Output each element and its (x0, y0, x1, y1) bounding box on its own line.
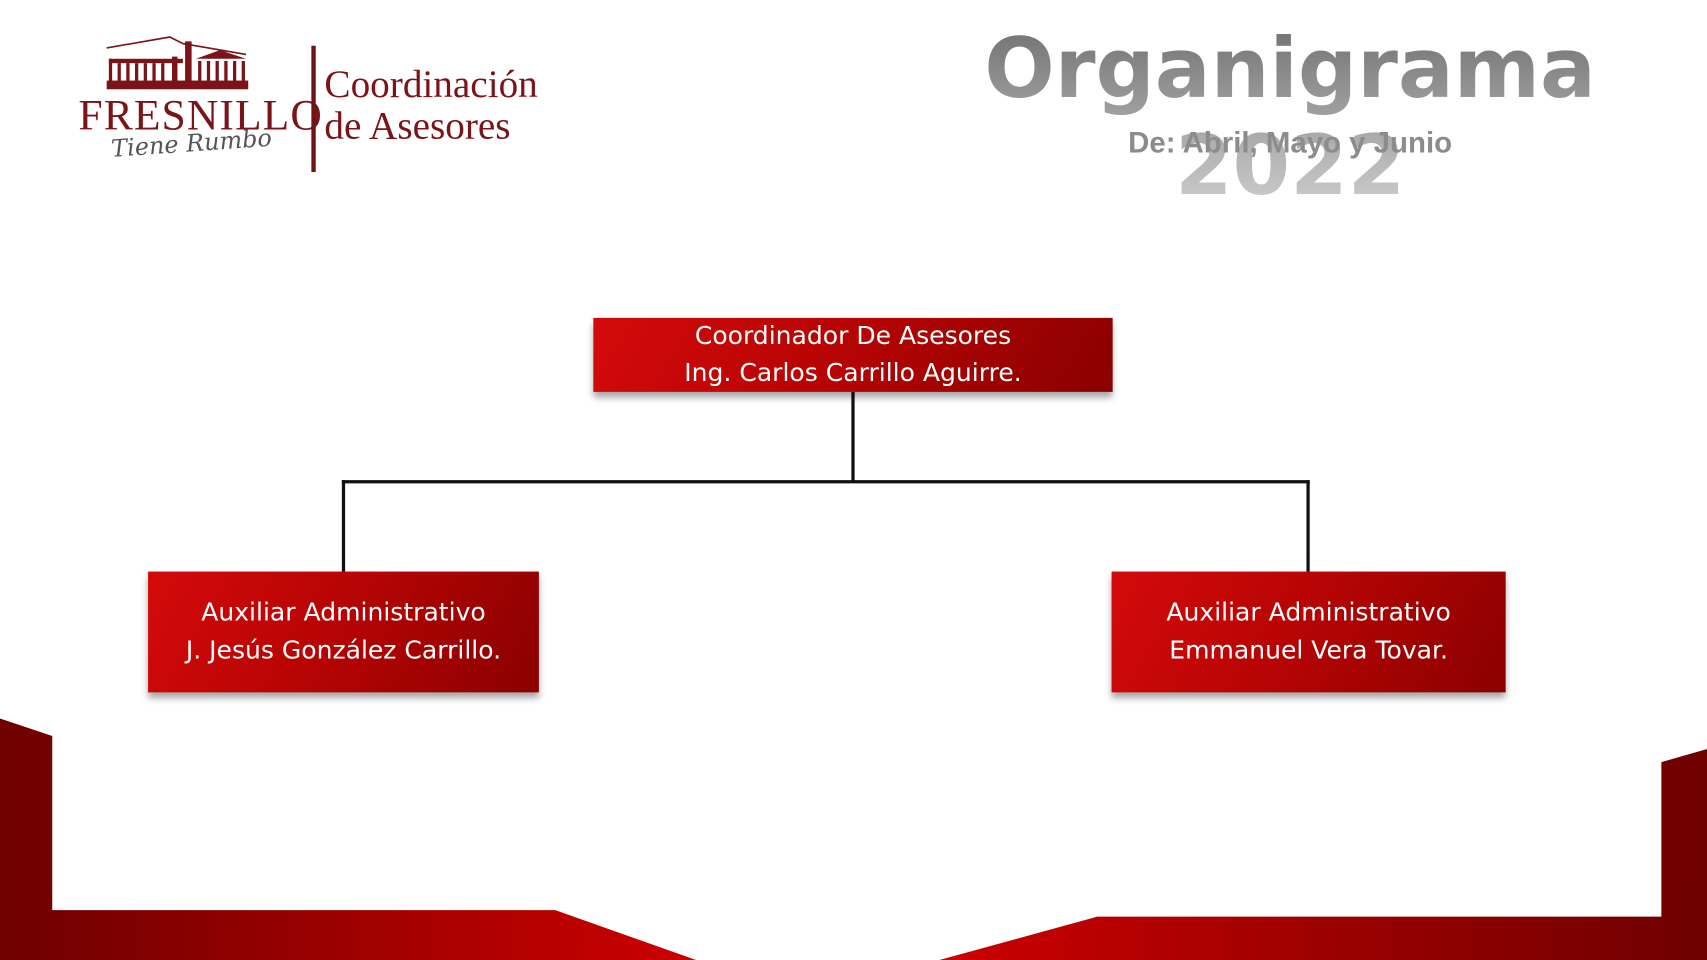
department-name: Coordinación de Asesores (324, 63, 537, 146)
org-node-coordinator: Coordinador De Asesores Ing. Carlos Carr… (593, 317, 1113, 392)
org-node-auxiliar-1: Auxiliar Administrativo J. Jesús Gonzále… (148, 571, 539, 693)
connector-line (1306, 480, 1310, 572)
node-person: Ing. Carlos Carrillo Aguirre. (684, 359, 1022, 388)
connector-line (341, 480, 346, 572)
node-person: J. Jesús González Carrillo. (185, 636, 502, 665)
frame-left (0, 718, 697, 960)
page-subtitle: De: Abril, Mayo y Junio (1128, 126, 1453, 159)
city-skyline-logo-icon (106, 36, 249, 90)
node-role: Coordinador De Asesores (694, 322, 1012, 351)
logo-name: FRESNILLO (78, 90, 323, 140)
node-person: Emmanuel Vera Tovar. (1169, 636, 1448, 665)
connector-line (851, 391, 855, 483)
page-title: Organigrama 2022 (925, 20, 1654, 214)
connector-line (341, 480, 1310, 484)
node-role: Auxiliar Administrativo (1166, 598, 1451, 627)
org-node-auxiliar-2: Auxiliar Administrativo Emmanuel Vera To… (1111, 571, 1506, 693)
node-role: Auxiliar Administrativo (201, 598, 486, 627)
logo-divider (311, 45, 316, 173)
department-line-2: de Asesores (324, 103, 511, 147)
department-line-1: Coordinación (324, 62, 538, 106)
frame-right (939, 749, 1707, 960)
